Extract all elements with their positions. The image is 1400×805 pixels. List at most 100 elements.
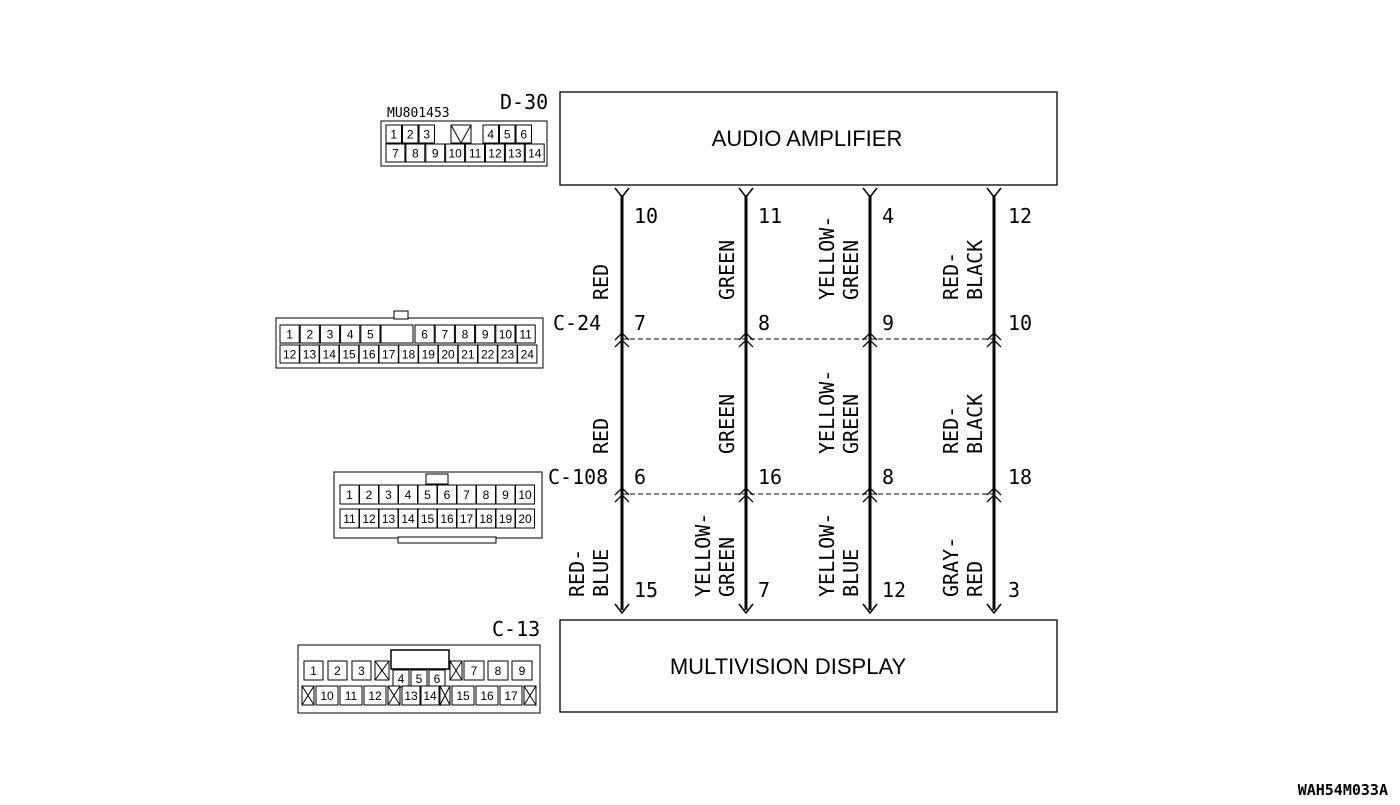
pin-cell: [303, 660, 324, 681]
pin-cell: [363, 685, 387, 706]
pin-number: 6: [434, 672, 441, 686]
multivision-display-box: [559, 619, 1058, 713]
wire-4-mid-color-1: RED-: [939, 406, 963, 454]
pin-cell-blank-mark: [449, 660, 463, 681]
pin-number: 12: [283, 348, 297, 362]
pin-number: 4: [405, 488, 412, 502]
pin-cell: [420, 685, 440, 706]
pin-number: 18: [402, 348, 416, 362]
pin-cell: [511, 660, 533, 681]
wire-1-upper-color: RED: [589, 264, 613, 300]
wire-3-mid-color-1: YELLOW-: [815, 370, 839, 454]
pin-number: 1: [390, 128, 397, 142]
pin-cell: [445, 143, 466, 163]
pin-cell: [454, 324, 476, 344]
pin-cell: [495, 324, 516, 344]
wire-2-lower-color-1: YELLOW-: [691, 513, 715, 597]
pin-cell: [515, 484, 535, 505]
wire-2-mid-color: GREEN: [715, 394, 739, 454]
pin-number: 8: [483, 488, 490, 502]
pin-cell: [398, 344, 419, 364]
wire-2-c24-mark: [738, 332, 754, 348]
wire-3-lower-color-2: BLUE: [839, 549, 863, 597]
wire-3-upper-color-1: YELLOW-: [815, 216, 839, 300]
wire-2-pin-c24: 8: [758, 311, 770, 335]
pin-cell: [392, 669, 410, 688]
pin-cell: [414, 324, 435, 344]
pin-number: 23: [501, 348, 515, 362]
wire-2-lower-color-2: GREEN: [715, 537, 739, 597]
multivision-display-label: MULTIVISION DISPLAY: [670, 654, 907, 679]
pin-number: 7: [392, 147, 399, 161]
wire-1-mid-color: RED: [589, 418, 613, 454]
pin-number: 10: [499, 328, 513, 342]
pin-number: 15: [456, 689, 470, 703]
wire-3-pin-c24: 9: [882, 311, 894, 335]
wire-2-c108-mark: [738, 487, 754, 503]
pin-number: 16: [480, 689, 494, 703]
pin-cell: [385, 124, 402, 144]
pin-cell: [499, 685, 523, 706]
pin-cell: [434, 324, 455, 344]
pin-number: 10: [448, 147, 462, 161]
pin-number: 12: [368, 689, 382, 703]
pin-cell: [402, 124, 419, 144]
connector-c108-label: C-108: [548, 465, 608, 489]
wire-4-c24-mark: [986, 332, 1002, 348]
pin-cell: [418, 124, 435, 144]
wire-3-pin-top: 4: [882, 204, 894, 228]
pin-cell-blank-mark: [374, 660, 390, 681]
pin-cell: [315, 685, 339, 706]
pin-number: 10: [518, 488, 532, 502]
pin-cell: [340, 324, 361, 344]
pin-cell: [279, 324, 300, 344]
wire-1-c108-mark: [614, 487, 630, 503]
pin-cell: [497, 344, 518, 364]
pin-cell: [504, 143, 525, 163]
pin-cell: [515, 508, 535, 529]
pin-number: 3: [423, 128, 430, 142]
pin-cell-key-mark: [450, 124, 472, 145]
pin-number: 8: [495, 664, 502, 678]
pin-number: 13: [303, 348, 317, 362]
audio-amplifier-label: AUDIO AMPLIFIER: [712, 126, 903, 151]
pin-number: 9: [432, 147, 439, 161]
wire-3-pin-bottom: 12: [882, 578, 906, 602]
pin-number: 2: [366, 488, 373, 502]
pin-number: 5: [504, 128, 511, 142]
pin-number: 8: [462, 328, 469, 342]
pin-number: 19: [499, 512, 513, 526]
wire-3-bottom-terminal: [862, 603, 878, 615]
pin-number: 3: [327, 328, 334, 342]
pin-number: 2: [306, 328, 313, 342]
pin-number: 4: [398, 672, 405, 686]
pin-cell: [451, 685, 475, 706]
pin-number: 13: [404, 689, 418, 703]
figure-reference: WAH54M033A: [1298, 781, 1388, 799]
wire-1-pin-bottom: 15: [634, 578, 658, 602]
wire-4-bottom-terminal: [986, 603, 1002, 615]
wire-3-top-terminal: [862, 187, 878, 199]
wire-3-upper-color-2: GREEN: [839, 240, 863, 300]
wire-group: [614, 187, 1002, 615]
pin-number: 14: [423, 689, 437, 703]
pin-cell: [380, 324, 414, 344]
pin-cell: [405, 143, 426, 163]
pin-number: 11: [343, 512, 356, 526]
wire-2-bottom-terminal: [738, 603, 754, 615]
pin-number: 9: [502, 488, 509, 502]
pin-cell: [299, 344, 320, 364]
wire-3-pin-c108: 8: [882, 465, 894, 489]
pin-cell: [499, 124, 516, 144]
pin-cell-blank-mark: [523, 685, 537, 706]
pin-number: 3: [385, 488, 392, 502]
wire-2-pin-c108: 16: [758, 465, 782, 489]
wire-4-c108-mark: [986, 487, 1002, 503]
pin-number: 2: [407, 128, 414, 142]
pin-cell: [450, 124, 472, 144]
pin-number: 14: [528, 147, 542, 161]
